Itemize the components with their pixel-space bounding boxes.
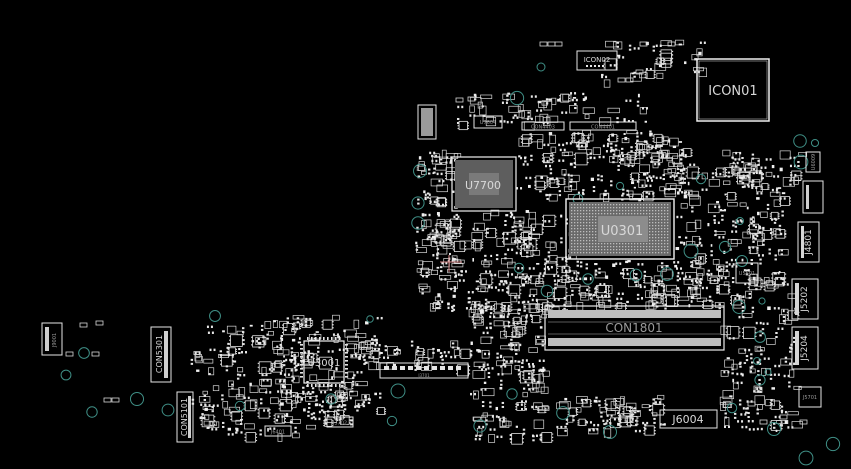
j3702-label: J3702 — [332, 421, 347, 427]
u7700-label: U7700 — [465, 179, 501, 192]
j6401-label: J6401 — [270, 430, 285, 436]
j3702-connector[interactable]: J3702 — [326, 416, 354, 428]
via-layer — [60, 62, 841, 466]
right-top-connector[interactable] — [802, 180, 824, 214]
component-clutter — [65, 39, 808, 445]
con1801-label: CON1801 — [605, 321, 662, 335]
u3001-chip[interactable]: U3001 — [300, 337, 348, 387]
u5601-label: U5601 — [739, 271, 755, 277]
u0301-label: U0301 — [601, 224, 644, 239]
con5101-connector[interactable]: CON5101 — [176, 391, 194, 443]
j5204-connector[interactable]: J5204 — [791, 326, 819, 370]
j9001-label: J9001 — [52, 333, 58, 348]
con1801-connector[interactable]: CON1801 — [544, 305, 725, 351]
j6004-label: J6004 — [671, 413, 703, 426]
icon02-module[interactable]: ICON02 — [576, 50, 618, 71]
j9001-connector[interactable]: J9001 — [41, 322, 63, 356]
con4403-label: CON4403 — [531, 125, 555, 131]
j5701-label: J5701 — [802, 395, 817, 401]
icon01-label: ICON01 — [708, 84, 757, 99]
left-cluster-chip[interactable] — [417, 104, 437, 140]
u3001-label: U3001 — [308, 358, 341, 369]
j5701-connector[interactable]: J5701 — [798, 386, 822, 408]
j4801-label: J4801 — [804, 229, 814, 256]
j6004-connector[interactable]: J6004 — [659, 409, 718, 429]
u5601-chip[interactable]: U5601 — [735, 262, 759, 284]
u7604-label: U7604 — [480, 120, 496, 126]
icon02-label: ICON02 — [584, 56, 611, 64]
u6009-chip[interactable]: U6009 — [805, 151, 821, 173]
icon01-module[interactable]: ICON01 — [696, 58, 770, 122]
u7604-chip[interactable]: U7604 — [473, 115, 503, 129]
con4403-connector[interactable]: CON4403 — [521, 121, 565, 131]
j6401-connector[interactable]: J6401 — [264, 425, 292, 437]
con4401-label: CON4401 — [591, 125, 615, 131]
u0301-cpu[interactable]: U0301 — [565, 198, 675, 260]
j5204-label: J5204 — [800, 335, 810, 362]
j5202-connector[interactable]: J5202 — [791, 278, 819, 320]
con5301-connector[interactable]: CON5301 — [150, 326, 172, 383]
con4401-connector[interactable]: CON4401 — [569, 121, 637, 131]
con5301-label: CON5301 — [155, 335, 164, 373]
j3701-label: J3701 — [417, 373, 430, 378]
u6009-label: U6009 — [811, 154, 817, 170]
j5202-label: J5202 — [800, 286, 810, 313]
probe-marker — [440, 255, 462, 272]
con5101-label: CON5101 — [180, 398, 189, 436]
j3701-connector[interactable]: J3701 — [379, 362, 469, 379]
j4801-connector[interactable]: J4801 — [797, 221, 820, 263]
u7700-chip[interactable]: U7700 — [451, 156, 517, 212]
